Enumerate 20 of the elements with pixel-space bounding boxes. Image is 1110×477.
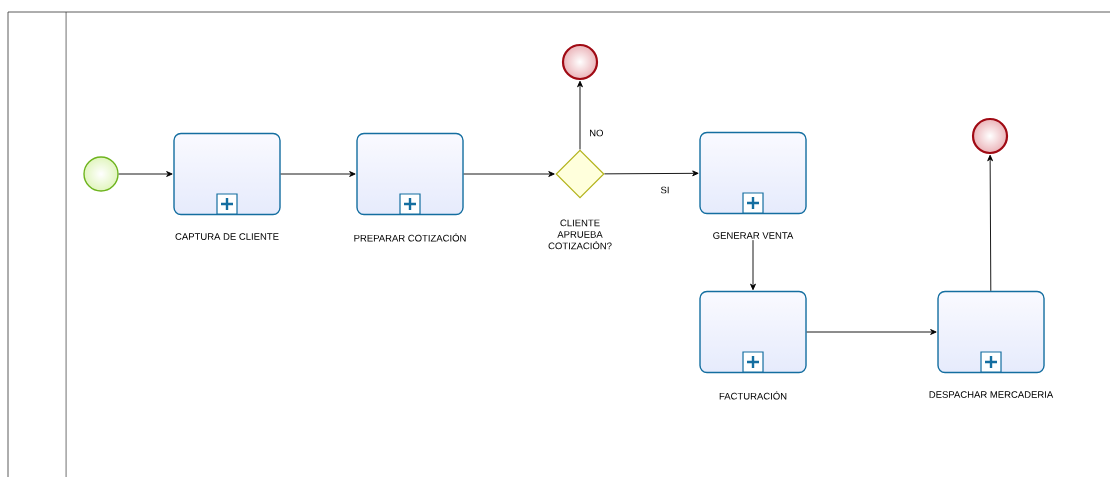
sequence-arrow <box>806 329 937 335</box>
task-label: CAPTURA DE CLIENTE <box>174 232 280 241</box>
end-event <box>971 117 1009 155</box>
sequence-arrow <box>604 170 699 177</box>
task-label: FACTURACIÓN <box>717 390 789 401</box>
start-event <box>83 156 119 192</box>
sequence-arrow <box>118 171 173 177</box>
task-label: GENERAR VENTA <box>711 231 795 240</box>
gateway-label: CLIENTE APRUEBA COTIZACIÓN? <box>548 219 612 250</box>
pool-band <box>7 11 1110 477</box>
sequence-arrow <box>577 80 583 150</box>
sequence-arrow <box>280 171 356 177</box>
sequence-arrow <box>463 171 555 177</box>
task-label: PREPARAR COTIZACIÓN <box>352 232 468 243</box>
edge-label: SI <box>660 186 669 194</box>
end-event <box>561 43 599 81</box>
edge-label: NO <box>590 129 603 137</box>
task-label: DESPACHAR MERCADERIA <box>927 390 1055 399</box>
sequence-arrow <box>987 154 994 292</box>
sequence-arrow <box>750 239 756 291</box>
